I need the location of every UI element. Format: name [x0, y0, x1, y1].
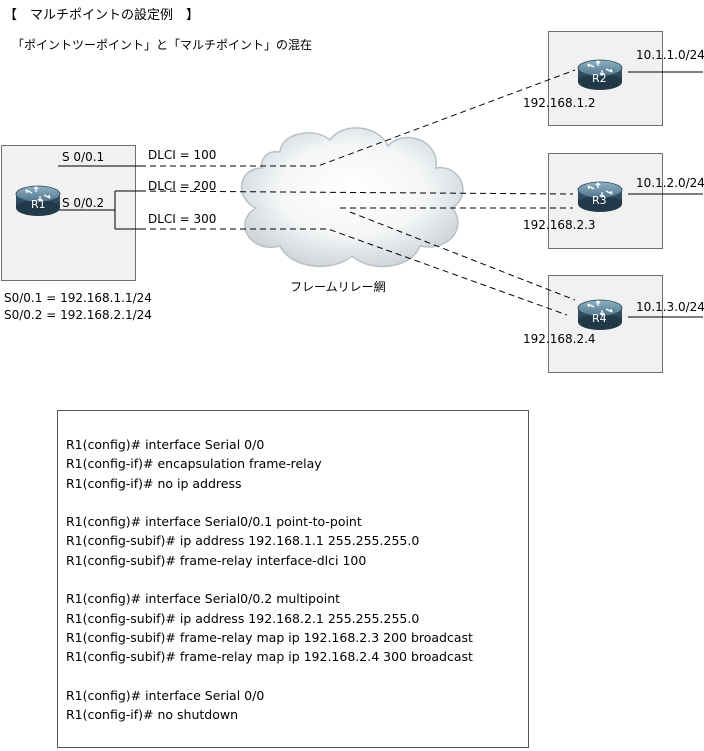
config-line: [66, 570, 473, 589]
config-line: R1(config)# interface Serial 0/0: [66, 687, 265, 703]
config-box: R1(config)# interface Serial 0/0 R1(conf…: [57, 410, 529, 748]
lan-links: [628, 71, 703, 318]
config-lines: R1(config)# interface Serial 0/0 R1(conf…: [66, 435, 473, 724]
config-line: R1(config-if)# no ip address: [66, 475, 242, 491]
virtual-circuits: [139, 69, 576, 316]
config-line: R1(config-subif)# ip address 192.168.2.1…: [66, 610, 420, 626]
config-line: [66, 493, 473, 512]
cloud-label: フレームリレー網: [290, 280, 386, 294]
r3-label: R3: [592, 194, 607, 207]
r1-if2-label: S 0/0.2: [62, 196, 105, 210]
config-line: R1(config)# interface Serial0/0.1 point-…: [66, 514, 362, 530]
config-line: R1(config-subif)# frame-relay map ip 192…: [66, 629, 473, 645]
config-line: [66, 667, 473, 686]
config-line: R1(config)# interface Serial 0/0: [66, 437, 265, 452]
dlci-200-label: DLCI = 200: [148, 179, 217, 193]
r2-label: R2: [592, 72, 607, 85]
r1-links: [58, 165, 140, 230]
r4-network-label: 10.1.3.0/24: [636, 300, 704, 314]
r1-label: R1: [31, 198, 46, 211]
r1-addr1: S0/0.1 = 192.168.1.1/24: [4, 291, 152, 305]
r3-ip-label: 192.168.2.3: [523, 218, 596, 232]
r2-ip-label: 192.168.1.2: [523, 96, 596, 110]
page-subtitle: 「ポイントツーポイント」と「マルチポイント」の混在: [12, 38, 313, 52]
r4-ip-label: 192.168.2.4: [523, 332, 596, 346]
r3-network-label: 10.1.2.0/24: [636, 176, 704, 190]
r1-addr2: S0/0.2 = 192.168.2.1/24: [4, 308, 152, 322]
config-line: R1(config-subif)# frame-relay map ip 192…: [66, 649, 473, 665]
config-line: R1(config-if)# no shutdown: [66, 707, 239, 723]
config-line: R1(config-subif)# frame-relay interface-…: [66, 552, 367, 568]
r4-label: R4: [592, 312, 607, 325]
config-line: R1(config-subif)# ip address 192.168.1.1…: [66, 533, 420, 549]
dlci-300-label: DLCI = 300: [148, 212, 217, 226]
r1-if1-label: S 0/0.1: [62, 150, 105, 164]
r2-network-label: 10.1.1.0/24: [636, 48, 704, 62]
config-line: R1(config)# interface Serial0/0.2 multip…: [66, 591, 341, 607]
dlci-100-label: DLCI = 100: [148, 148, 217, 162]
page-title: 【 マルチポイントの設定例 】: [4, 8, 200, 23]
config-line: R1(config-if)# encapsulation frame-relay: [66, 456, 322, 472]
frame-relay-cloud: [240, 127, 464, 268]
